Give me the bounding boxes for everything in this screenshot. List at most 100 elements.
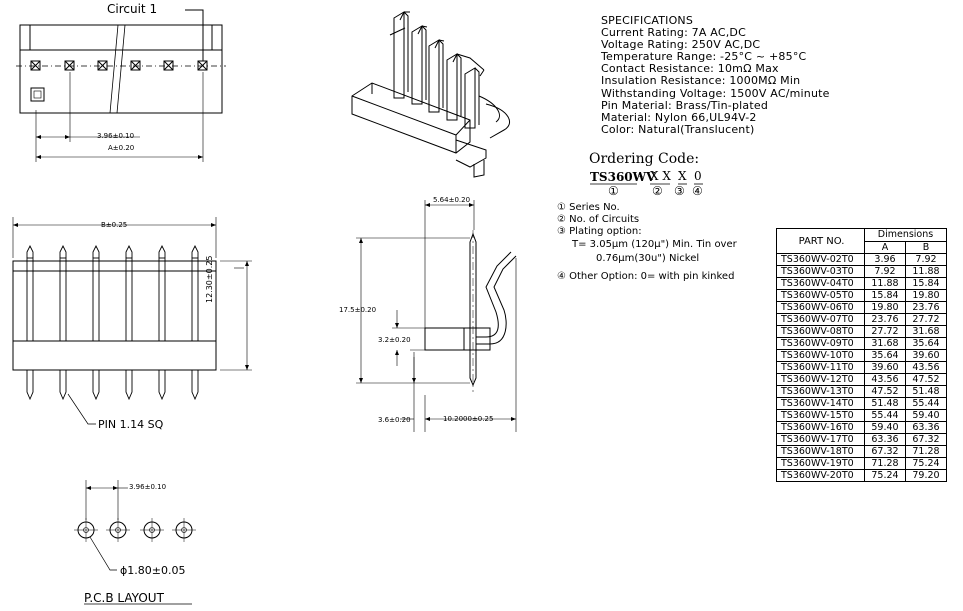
iso-view <box>351 11 510 178</box>
dim-b-cell: 63.36 <box>905 421 947 434</box>
pcb-hole-label: ϕ1.80±0.05 <box>120 564 186 577</box>
table-header-part: PART NO. <box>776 228 865 254</box>
part-number-cell: TS360WV-03T0 <box>776 265 865 278</box>
dim-a-cell: 43.56 <box>864 373 906 386</box>
dim-a-cell: 3.96 <box>864 253 906 266</box>
option-line: ③ Plating option: <box>557 226 642 237</box>
pcb-layout <box>74 480 196 605</box>
spec-line: Material: Nylon 66,UL94V-2 <box>601 111 757 124</box>
dim-b-cell: 51.48 <box>905 385 947 398</box>
table-header-b: B <box>905 240 947 254</box>
dim-b-cell: 59.40 <box>905 409 947 422</box>
spec-title: SPECIFICATIONS <box>601 14 694 27</box>
front-view <box>12 217 252 425</box>
side-overall-height-dim: 17.5±0.20 <box>339 306 377 314</box>
part-number-cell: TS360WV-02T0 <box>776 253 865 266</box>
pin-size-label: PIN 1.14 SQ <box>98 418 164 431</box>
dim-a-cell: 27.72 <box>864 325 906 338</box>
option-line: ④ Other Option: 0= with pin kinked <box>557 271 735 282</box>
part-number-cell: TS360WV-14T0 <box>776 397 865 410</box>
dim-b-cell: 27.72 <box>905 313 947 326</box>
part-number-cell: TS360WV-12T0 <box>776 373 865 386</box>
dim-a-cell: 7.92 <box>864 265 906 278</box>
dim-b-cell: 11.88 <box>905 265 947 278</box>
part-number-cell: TS360WV-05T0 <box>776 289 865 302</box>
dim-a-cell: 39.60 <box>864 361 906 374</box>
option-line: T= 3.05μm (120μ") Min. Tin over <box>572 239 737 250</box>
table-header-a: A <box>864 240 906 254</box>
dim-b-cell: 15.84 <box>905 277 947 290</box>
a-dim: A±0.20 <box>108 144 135 152</box>
part-number-cell: TS360WV-16T0 <box>776 421 865 434</box>
dim-b-cell: 67.32 <box>905 433 947 446</box>
dim-a-cell: 31.68 <box>864 337 906 350</box>
dim-b-cell: 55.44 <box>905 397 947 410</box>
dim-b-cell: 79.20 <box>905 469 947 482</box>
option-line: ① Series No. <box>557 202 620 213</box>
part-number-cell: TS360WV-08T0 <box>776 325 865 338</box>
pcb-holes <box>74 518 196 542</box>
top-view-pins <box>30 60 208 71</box>
spec-line: Voltage Rating: 250V AC,DC <box>601 38 761 51</box>
dim-a-cell: 35.64 <box>864 349 906 362</box>
pcb-layout-title: P.C.B LAYOUT <box>84 591 164 605</box>
pcb-pitch-dim: 3.96±0.10 <box>129 483 167 491</box>
dim-a-cell: 15.84 <box>864 289 906 302</box>
front-view-pins <box>26 244 199 401</box>
height-dim: 12.30±0.25 <box>205 255 214 303</box>
top-view-body <box>19 24 223 114</box>
side-view <box>356 200 517 432</box>
ordering-num-4: ④ <box>692 184 703 198</box>
part-number-cell: TS360WV-17T0 <box>776 433 865 446</box>
dim-b-cell: 75.24 <box>905 457 947 470</box>
dim-b-cell: 7.92 <box>905 253 947 266</box>
dim-a-cell: 11.88 <box>864 277 906 290</box>
table-header-dimensions: Dimensions <box>864 228 947 242</box>
spec-line: Color: Natural(Translucent) <box>601 123 755 136</box>
ordering-dash: - <box>639 169 644 183</box>
top-pitch-dim: 3.96±0.10 <box>97 132 135 140</box>
part-number-cell: TS360WV-13T0 <box>776 385 865 398</box>
dim-a-cell: 67.32 <box>864 445 906 458</box>
ordering-title: Ordering Code: <box>589 151 700 167</box>
part-number-cell: TS360WV-18T0 <box>776 445 865 458</box>
dim-b-cell: 71.28 <box>905 445 947 458</box>
b-dim: B±0.25 <box>101 221 128 229</box>
side-mid-dim: 3.2±0.20 <box>378 336 411 344</box>
dim-a-cell: 47.52 <box>864 385 906 398</box>
option-line: ② No. of Circuits <box>557 214 640 225</box>
circuit-1-label: Circuit 1 <box>107 2 158 16</box>
side-depth-dim: 10.2000±0.25 <box>443 415 494 423</box>
part-number-cell: TS360WV-06T0 <box>776 301 865 314</box>
part-number-cell: TS360WV-19T0 <box>776 457 865 470</box>
dim-b-cell: 39.60 <box>905 349 947 362</box>
ordering-num-1: ① <box>608 184 619 198</box>
dim-a-cell: 75.24 <box>864 469 906 482</box>
dim-a-cell: 71.28 <box>864 457 906 470</box>
side-top-dim: 5.64±0.20 <box>433 196 471 204</box>
dim-b-cell: 31.68 <box>905 325 947 338</box>
spec-line: Contact Resistance: 10mΩ Max <box>601 62 779 75</box>
top-view <box>16 9 226 162</box>
dim-b-cell: 23.76 <box>905 301 947 314</box>
spec-line: Withstanding Voltage: 1500V AC/minute <box>601 87 830 100</box>
option-line: 0.76μm(30u") Nickel <box>596 253 700 264</box>
